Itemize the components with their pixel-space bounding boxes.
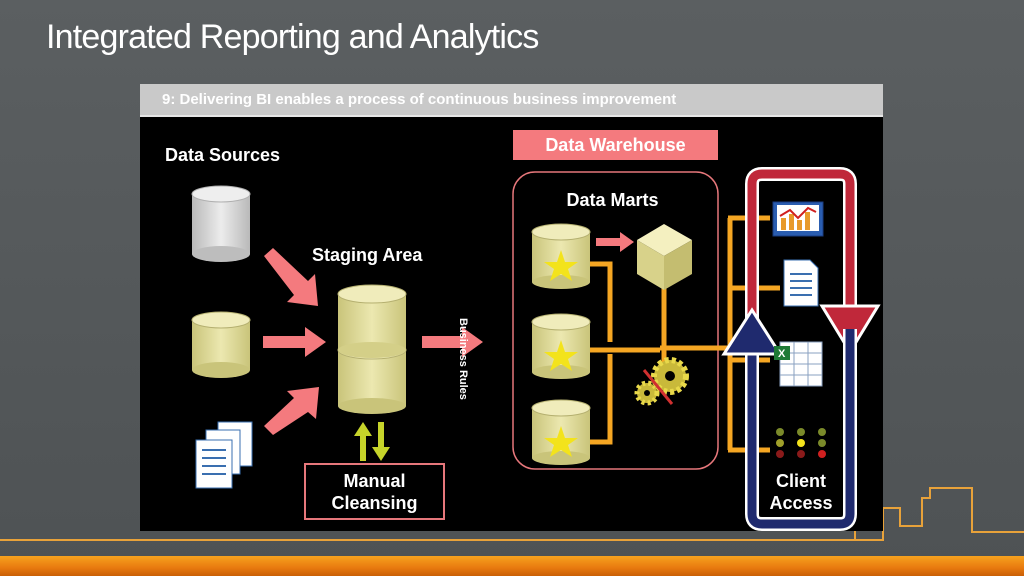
document-icon xyxy=(783,259,819,307)
panel-header-text: 9: Delivering BI enables a process of co… xyxy=(162,91,677,108)
accent-bar xyxy=(0,556,1024,576)
slide-title: Integrated Reporting and Analytics xyxy=(46,18,539,56)
database-icon xyxy=(191,185,251,262)
arrow-to-cube xyxy=(596,232,634,252)
client-access-line2: Access xyxy=(769,493,833,513)
svg-text:X: X xyxy=(778,348,786,360)
manual-cleansing-box xyxy=(304,463,445,520)
manual-cleansing-line2: Cleansing xyxy=(331,493,418,513)
document-stack-icon xyxy=(195,421,253,489)
bi-process-diagram: X xyxy=(191,130,881,531)
data-warehouse-label-bg xyxy=(513,130,718,160)
up-down-arrows-icon xyxy=(354,422,390,461)
data-sources-label: Data Sources xyxy=(165,145,281,165)
manual-cleansing-line1: Manual xyxy=(343,471,406,491)
database-icon xyxy=(191,311,251,378)
staging-database-icon xyxy=(337,284,407,414)
data-marts-label: Data Marts xyxy=(566,190,659,210)
client-access-label: Client Access xyxy=(752,470,850,514)
business-rules-label: Business Rules xyxy=(457,318,469,400)
data-mart-database-icon xyxy=(531,313,591,379)
diagram-panel: 9: Delivering BI enables a process of co… xyxy=(140,84,883,531)
cube-icon xyxy=(637,224,692,290)
gears-icon xyxy=(634,357,689,406)
chart-icon xyxy=(772,201,824,237)
client-access-line1: Client xyxy=(775,471,826,491)
data-mart-database-icon xyxy=(531,223,591,289)
blue-loop-arrowhead xyxy=(721,307,783,356)
blue-loop-arrow xyxy=(747,329,855,529)
traffic-light-icon xyxy=(776,428,826,458)
manual-cleansing-label: Manual Cleansing xyxy=(305,470,444,514)
red-loop-arrow xyxy=(747,169,855,354)
spreadsheet-icon: X xyxy=(774,341,823,387)
data-warehouse-label: Data Warehouse xyxy=(545,135,686,155)
panel-header: 9: Delivering BI enables a process of co… xyxy=(140,84,883,117)
flow-arrows xyxy=(263,248,483,435)
staging-area-label: Staging Area xyxy=(312,245,423,265)
data-mart-database-icon xyxy=(531,399,591,465)
